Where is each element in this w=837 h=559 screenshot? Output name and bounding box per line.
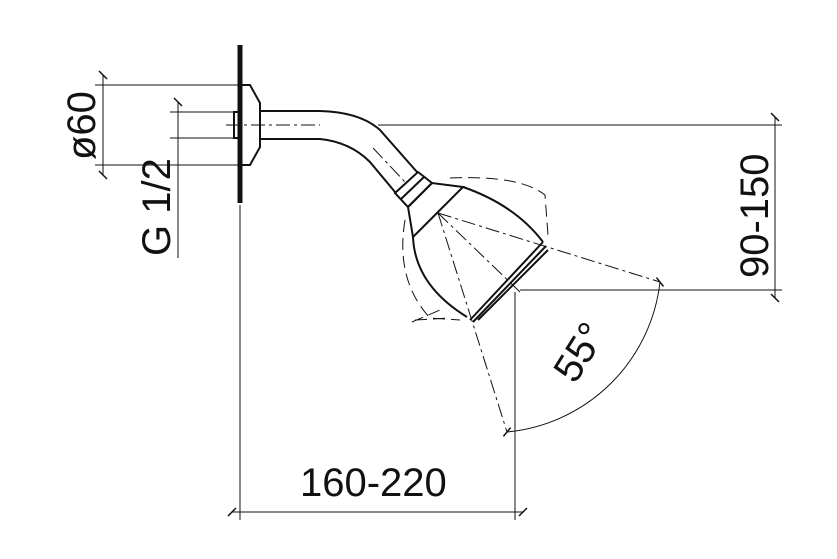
- height-label: 90-150: [733, 153, 777, 278]
- thread-dimension: G 1/2: [135, 97, 234, 258]
- flange-diameter-label: ø60: [60, 91, 104, 160]
- projection-label: 160-220: [300, 461, 447, 505]
- shower-head: [402, 177, 661, 433]
- angle-dimension: 55°: [502, 277, 665, 437]
- height-dimension: 90-150: [378, 112, 782, 303]
- flange-diameter-dimension: ø60: [60, 70, 240, 180]
- angle-label: 55°: [545, 315, 614, 390]
- shower-arm: [226, 110, 418, 193]
- thread-label: G 1/2: [135, 158, 179, 256]
- projection-dimension: 160-220: [227, 205, 528, 520]
